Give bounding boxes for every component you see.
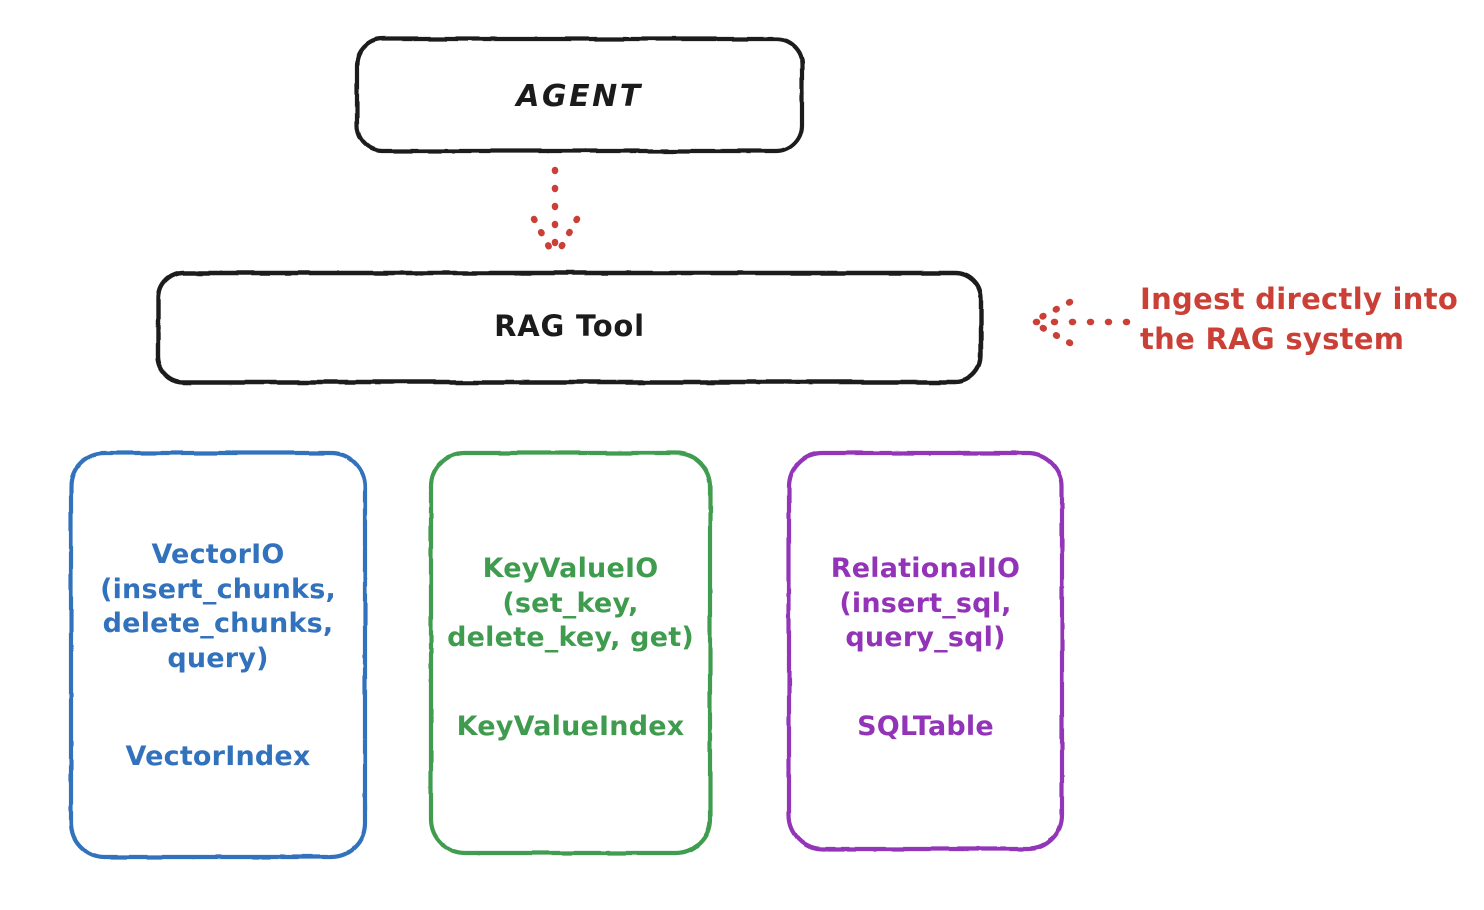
rag-tool-box bbox=[155, 270, 984, 385]
agent-box bbox=[354, 36, 805, 154]
vector-io-box bbox=[68, 450, 368, 860]
rag-tool-node[interactable] bbox=[155, 270, 984, 385]
relational-io-box bbox=[786, 450, 1065, 852]
relational-io-node[interactable] bbox=[786, 450, 1065, 852]
edge-ingest-to-rag-tool bbox=[1028, 298, 1131, 347]
vector-io-node[interactable] bbox=[68, 450, 368, 860]
key-value-io-box bbox=[428, 450, 713, 856]
edge-agent-to-rag-tool bbox=[530, 166, 581, 262]
agent-node[interactable] bbox=[354, 36, 805, 154]
key-value-io-node[interactable] bbox=[428, 450, 713, 856]
arrowhead-right-barb bbox=[551, 215, 581, 262]
